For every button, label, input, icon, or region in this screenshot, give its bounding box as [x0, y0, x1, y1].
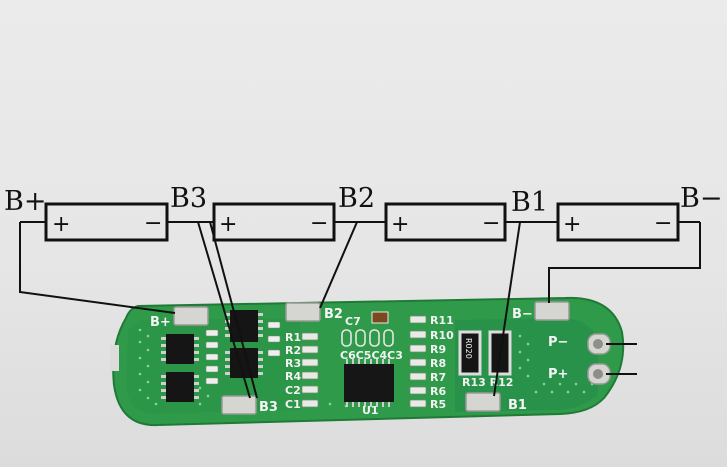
wire-b-minus-to-pad [548, 222, 701, 303]
svg-text:R10: R10 [430, 329, 454, 342]
silk-shunt-resistors: R13 R12 [462, 376, 513, 389]
via-dots [138, 328, 594, 408]
svg-text:C2: C2 [285, 384, 301, 397]
terminal-label-b1: B1 [511, 187, 548, 218]
silk-b2: B2 [324, 307, 343, 322]
pad-b1 [465, 392, 501, 412]
svg-text:R4: R4 [285, 370, 301, 383]
svg-text:R2: R2 [285, 344, 301, 357]
svg-text:R3: R3 [285, 357, 301, 370]
silk-b-minus: B− [512, 307, 533, 322]
svg-text:R1: R1 [285, 331, 301, 344]
cell-1-positive-sign: + [52, 212, 70, 237]
cell-4-negative-sign: − [654, 211, 672, 236]
silk-left-labels: R1 R2 R3 R4 C2 C1 [285, 331, 301, 411]
cell-1-negative-sign: − [144, 211, 162, 236]
solder-pads [173, 301, 611, 415]
silk-b1: B1 [508, 398, 527, 413]
silk-p-plus: P+ [548, 367, 568, 382]
wire-b1-to-pad [493, 221, 521, 397]
connection-wires [19, 221, 701, 399]
svg-text:R5: R5 [430, 398, 446, 411]
pcb-board: R020 B+ B2 B3 B1 B− P− P+ U1 C7 C6C5C4C3… [110, 296, 625, 427]
capacitor-row [341, 329, 394, 347]
pad-b3 [221, 395, 257, 415]
silk-b3: B3 [259, 400, 278, 415]
shunt-resistors: R020 [458, 330, 512, 376]
silk-b-plus: B+ [150, 315, 171, 330]
pad-b-plus [173, 306, 209, 326]
wire-b2-to-pad [319, 221, 358, 309]
shunt-value-label: R020 [464, 338, 473, 359]
silk-c7: C7 [345, 315, 361, 328]
right-component-column [409, 315, 427, 408]
pcb-notch [110, 345, 119, 371]
battery-cell-1: + − [44, 202, 169, 242]
battery-cell-3: + − [384, 202, 507, 242]
cell-2-positive-sign: + [219, 212, 237, 237]
silk-caps-row: C6C5C4C3 [340, 349, 403, 362]
svg-text:R9: R9 [430, 343, 446, 356]
svg-text:R6: R6 [430, 385, 446, 398]
wire-b3-to-pad-a [197, 221, 251, 399]
terminal-label-b3: B3 [170, 183, 207, 214]
silk-p-minus: P− [548, 335, 568, 350]
battery-cell-2: + − [212, 202, 336, 242]
svg-text:R11: R11 [430, 314, 454, 327]
ic-u1-chip [344, 359, 394, 407]
pad-b-minus [534, 301, 570, 321]
svg-text:R7: R7 [430, 371, 446, 384]
cell-4-positive-sign: + [563, 212, 581, 237]
pad-b2 [285, 302, 321, 322]
wire-b-plus-to-pad [19, 222, 176, 314]
shunt-resistor-r13 [458, 330, 482, 376]
capacitor-c7 [371, 311, 389, 324]
silk-right-labels: R11 R10 R9 R8 R7 R6 R5 [430, 314, 454, 411]
cell-3-negative-sign: − [482, 211, 500, 236]
cell-3-positive-sign: + [391, 212, 409, 237]
cell-2-negative-sign: − [310, 211, 328, 236]
terminal-label-b-plus: B+ [4, 186, 46, 217]
battery-cells-diagram: + − + − + − + − B+ B3 B2 B1 B− [4, 183, 722, 242]
battery-cell-4: + − [556, 202, 680, 242]
svg-text:C1: C1 [285, 398, 301, 411]
svg-text:R8: R8 [430, 357, 446, 370]
left-component-column [301, 332, 319, 408]
wire-b3-to-pad-b [209, 221, 258, 399]
terminal-label-b-minus: B− [680, 183, 722, 214]
silk-u1: U1 [362, 404, 379, 417]
terminal-label-b2: B2 [338, 183, 375, 214]
